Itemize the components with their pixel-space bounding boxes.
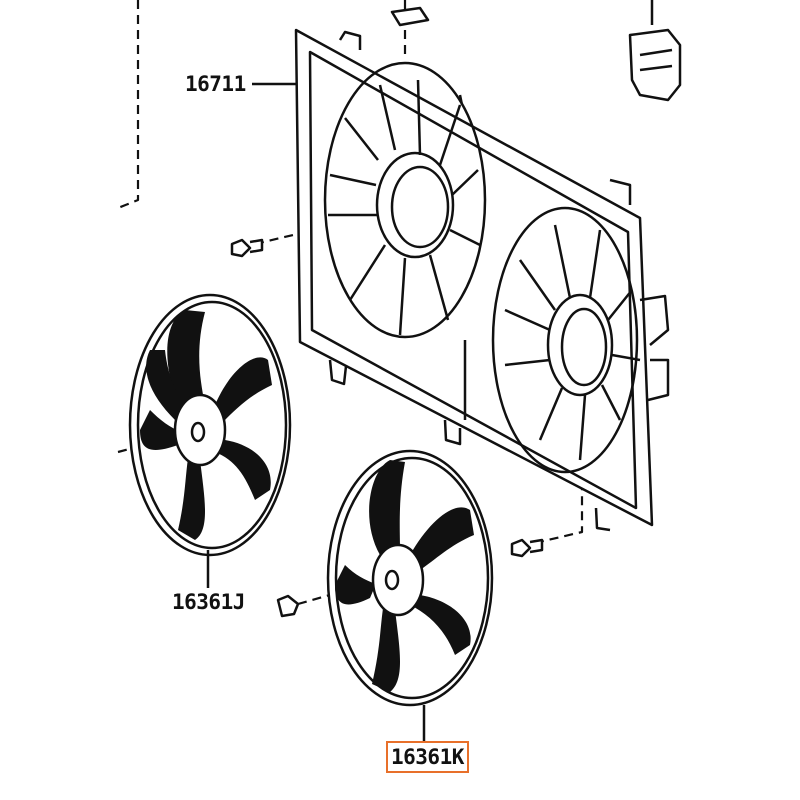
part-label-shroud[interactable]: 16711 — [185, 72, 246, 96]
bolt-upper — [230, 238, 264, 258]
fan-16361K — [326, 449, 494, 742]
fan-shroud — [294, 28, 670, 532]
clip-part — [390, 6, 430, 27]
part-label-fan-right-highlighted[interactable]: 16361K — [386, 741, 469, 773]
bolt-lower — [510, 538, 544, 558]
part-label-fan-left[interactable]: 16361J — [172, 590, 245, 614]
nut — [276, 594, 300, 618]
fan-16361J — [128, 293, 292, 588]
connector-part — [628, 0, 682, 102]
